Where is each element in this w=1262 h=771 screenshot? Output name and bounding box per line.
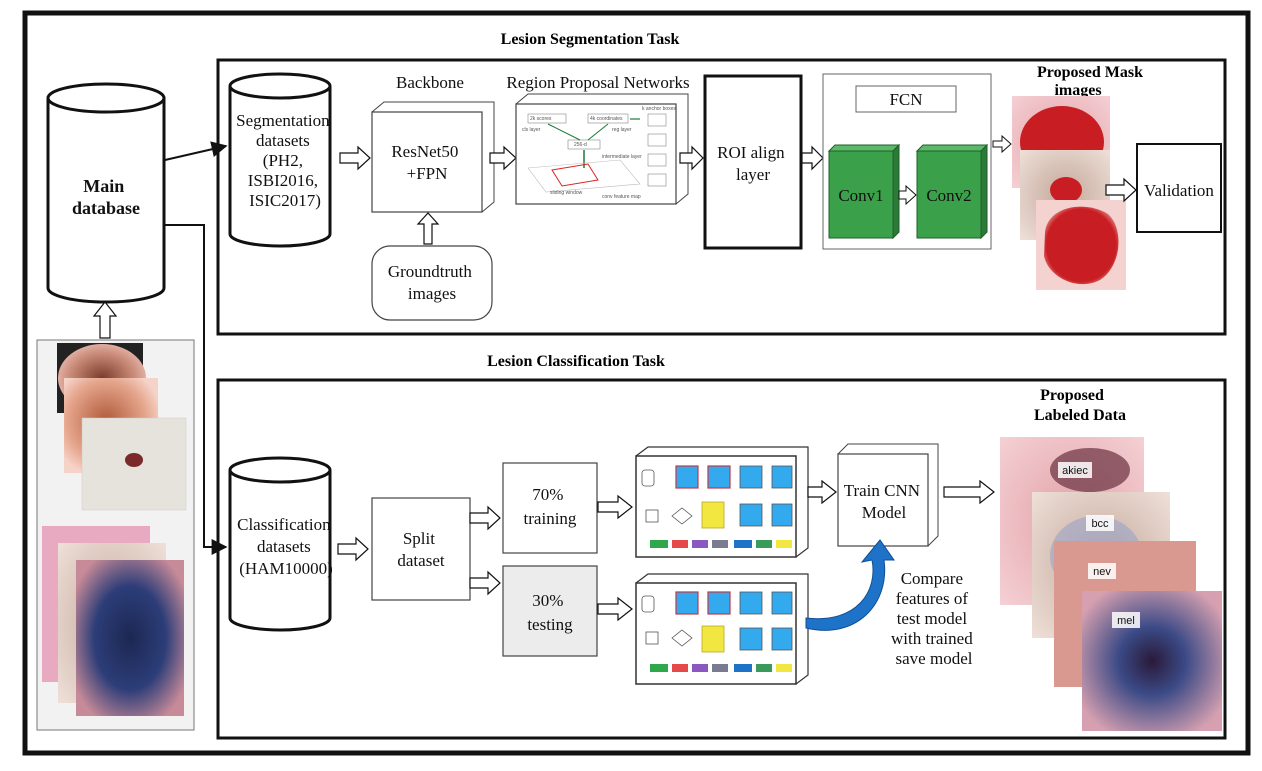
split-dataset-box (371, 497, 471, 601)
labeled-image-mel (1082, 591, 1222, 731)
groundtruth-box (371, 245, 493, 321)
label-bcc: bcc (1091, 518, 1109, 530)
hollow-arrow-split-to-testing (469, 570, 501, 596)
dermoscopy-image-3 (81, 417, 187, 511)
segmentation-panel (216, 58, 1227, 336)
cnn-architecture-test (635, 573, 809, 685)
backbone-box (371, 101, 495, 213)
training-label: 70% training (524, 485, 577, 528)
rpn-header: Region Proposal Networks (506, 73, 689, 92)
split-dataset-label: Split dataset (397, 529, 444, 570)
hollow-arrow-seg-to-backbone (339, 145, 371, 171)
outer-frame (22, 10, 1251, 756)
classification-panel (216, 378, 1227, 740)
hollow-arrow-training-to-cnn (597, 494, 633, 520)
hollow-arrow-rpn-to-roi (679, 145, 704, 171)
hollow-arrow-split-to-training (469, 505, 501, 531)
hollow-arrow-cnn-to-train-model (807, 479, 837, 505)
fcn-header-box (855, 85, 957, 113)
classification-datasets-cylinder (228, 456, 332, 632)
proposed-labels-title: Proposed Labeled Data (1034, 387, 1126, 424)
segmentation-datasets-label: Segmentation datasets (PH2, ISBI2016, IS… (236, 111, 334, 210)
validation-label: Validation (1144, 181, 1214, 200)
segmentation-title: Lesion Segmentation Task (501, 31, 680, 48)
hollow-arrow-train-model-to-labels (943, 479, 995, 505)
roi-align-label: ROI align layer (717, 143, 789, 184)
roi-align-box (703, 74, 803, 250)
label-mel: mel (1117, 615, 1135, 627)
label-nev: nev (1093, 566, 1111, 578)
conv1-label: Conv1 (838, 186, 883, 205)
backbone-label: ResNet50 +FPN (391, 142, 462, 183)
mask-image-3 (1036, 200, 1126, 290)
backbone-header: Backbone (396, 73, 464, 92)
conv1-block (827, 143, 901, 240)
hollow-arrow-roi-to-fcn (801, 145, 824, 171)
hollow-arrow-conv1-to-conv2 (898, 184, 917, 206)
hollow-arrow-backbone-to-rpn (489, 145, 517, 171)
main-database-label: Main database (72, 176, 140, 218)
segmentation-datasets-cylinder (228, 72, 332, 248)
rpn-detail-labels: 2k scores 4k coordinates cls layer reg l… (522, 106, 676, 200)
proposed-masks-title: Proposed Mask images (1037, 64, 1147, 99)
classification-title: Lesion Classification Task (487, 353, 665, 370)
hollow-arrow-cls-to-split (337, 536, 369, 562)
groundtruth-label: Groundtruth images (388, 262, 476, 303)
arrow-db-to-classification (165, 224, 228, 555)
compare-curved-arrow (805, 539, 895, 631)
arrow-db-to-segmentation (164, 141, 228, 161)
dermoscopy-image-6 (76, 560, 184, 716)
compare-features-label: Compare features of test model with trai… (891, 569, 977, 668)
testing-label: 30% testing (527, 591, 573, 634)
cnn-architecture-train (635, 446, 809, 558)
conv2-block (915, 143, 989, 240)
hollow-arrow-images-to-db (92, 301, 118, 339)
hollow-arrow-fcn-to-masks (992, 134, 1012, 154)
train-cnn-box (837, 443, 939, 547)
classification-datasets-label: Classification datasets (HAM10000) (237, 515, 335, 578)
hollow-arrow-testing-to-cnn (597, 596, 633, 622)
testing-box (502, 565, 598, 657)
conv2-label: Conv2 (926, 186, 971, 205)
rpn-box (515, 93, 689, 205)
main-database-cylinder (46, 82, 166, 304)
hollow-arrow-groundtruth-up (416, 212, 440, 245)
train-cnn-label: Train CNN Model (844, 481, 925, 522)
hollow-arrow-masks-to-validation (1105, 177, 1137, 203)
validation-box (1136, 143, 1222, 233)
label-akiec: akiec (1062, 465, 1088, 477)
training-box (502, 462, 598, 554)
fcn-label: FCN (889, 90, 922, 109)
